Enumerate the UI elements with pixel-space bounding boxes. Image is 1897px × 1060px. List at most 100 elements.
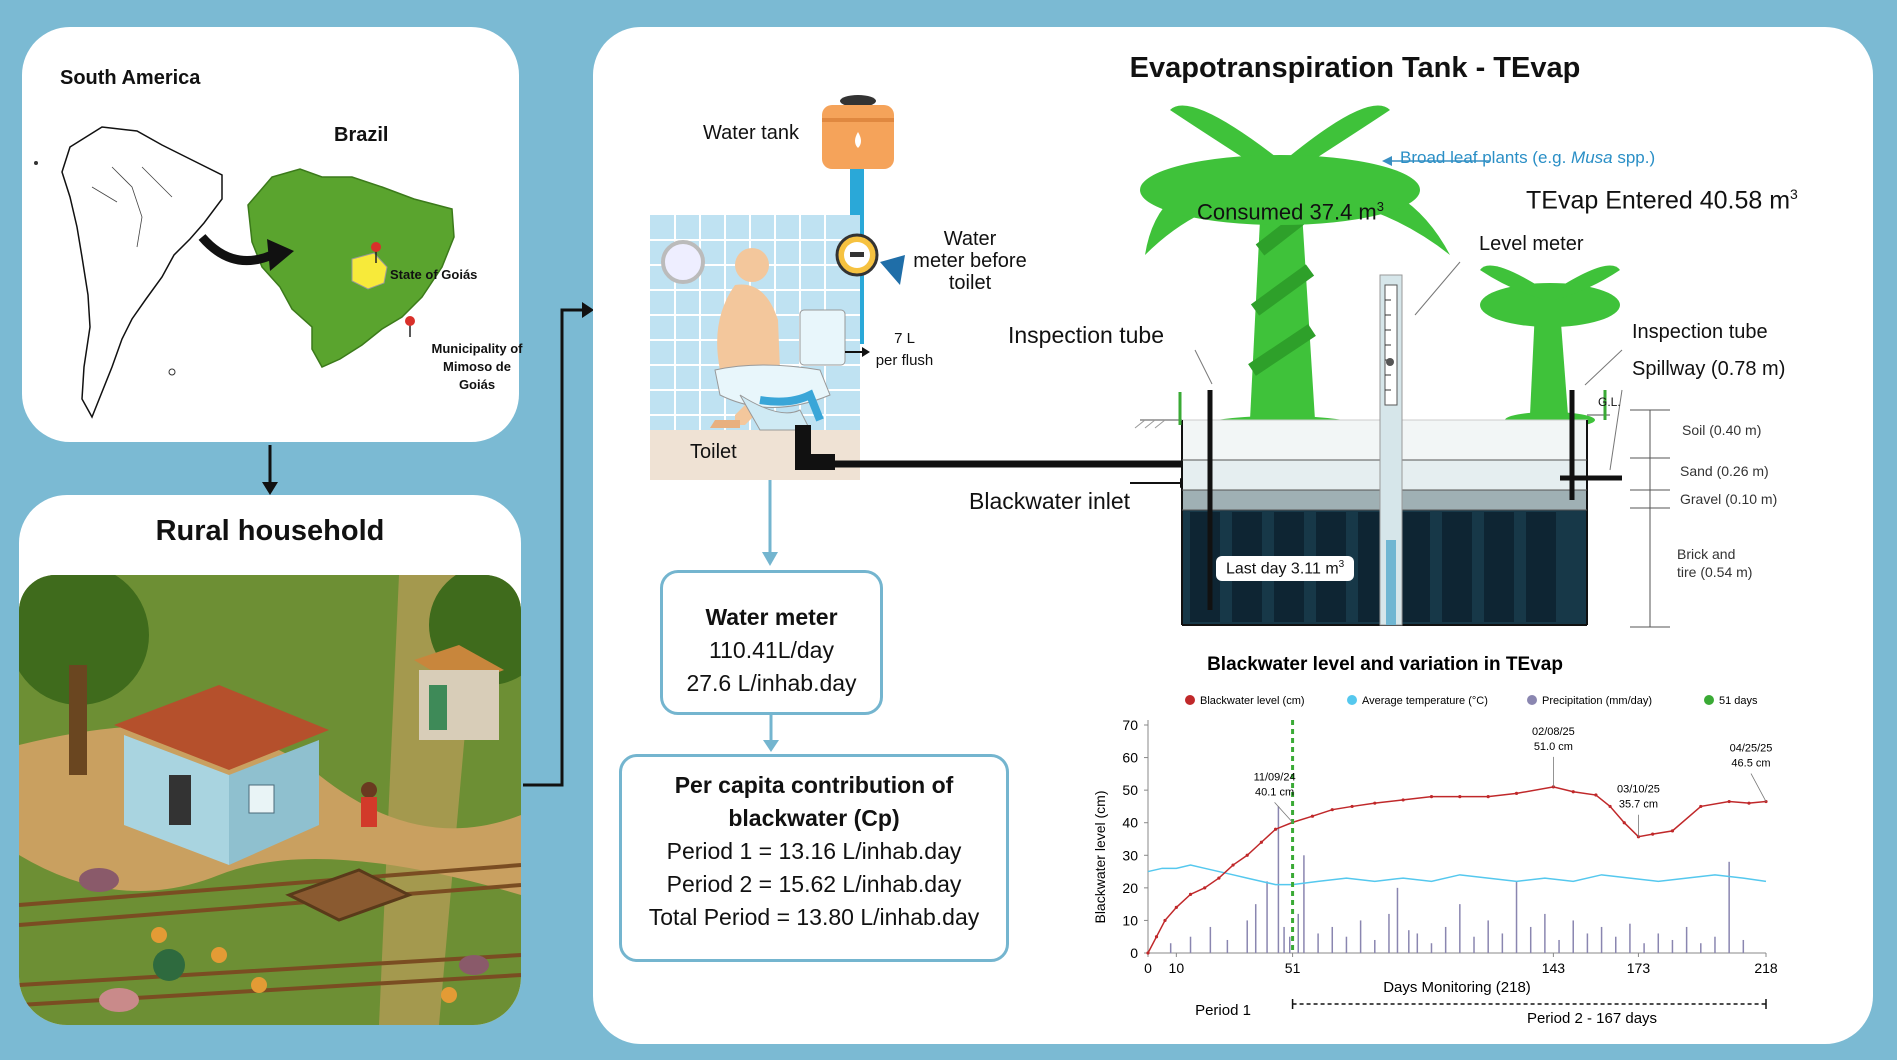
x-tick-label: 10 <box>1169 960 1185 976</box>
map-illustration <box>34 126 455 419</box>
household-illustration <box>19 575 521 1025</box>
annotation-value: 51.0 cm <box>1534 741 1573 753</box>
blackwater-point <box>1154 935 1159 939</box>
y-tick-label: 0 <box>1130 945 1138 961</box>
legend-label: 51 days <box>1719 695 1758 707</box>
annotation-date: 03/10/25 <box>1617 784 1660 796</box>
entered-volume: TEvap Entered 40.58 m3 <box>1526 186 1798 215</box>
spillway-label: Spillway (0.78 m) <box>1632 358 1786 380</box>
blackwater-point <box>1651 832 1655 836</box>
y-tick-label: 50 <box>1122 782 1138 798</box>
last-day-badge: Last day 3.11 m3 <box>1216 556 1355 582</box>
blackwater-point <box>1259 840 1263 844</box>
legend-marker <box>1704 695 1714 705</box>
continent-label: South America <box>60 67 201 89</box>
blackwater-point <box>1429 795 1434 799</box>
y-tick-label: 30 <box>1122 847 1138 863</box>
annotation-leader <box>1750 773 1767 802</box>
blackwater-point <box>1373 801 1377 805</box>
blackwater-level-chart: Blackwater level and variation in TEvap … <box>1092 654 1778 1027</box>
municipality-label: Municipality of Mimoso de Goiás <box>431 341 523 392</box>
blackwater-point <box>1727 799 1731 804</box>
inspection-tube-left-label: Inspection tube <box>1008 322 1165 348</box>
municipality-pin-icon <box>405 316 415 337</box>
per-capita-box: Per capita contribution of blackwater (C… <box>619 754 1009 962</box>
house-roof-icon <box>114 685 329 770</box>
blackwater-point <box>1514 791 1519 795</box>
level-meter-label: Level meter <box>1479 233 1584 255</box>
blackwater-point <box>1330 808 1334 812</box>
blackwater-point <box>1231 863 1235 867</box>
goias-pin-icon <box>371 242 381 263</box>
legend-label: Precipitation (mm/day) <box>1542 695 1652 707</box>
blackwater-point <box>1310 814 1315 818</box>
legend-marker <box>1185 695 1195 705</box>
legend-marker <box>1527 695 1537 705</box>
blackwater-point <box>1217 876 1221 880</box>
x-tick-label: 218 <box>1754 960 1778 976</box>
blackwater-point <box>1146 951 1150 955</box>
blackwater-point <box>1163 918 1167 923</box>
chart-xlabel: Days Monitoring (218) <box>1383 979 1531 996</box>
legend-marker <box>1347 695 1357 705</box>
blackwater-point <box>1174 905 1178 909</box>
flush-label: 7 L per flush <box>875 330 934 369</box>
blackwater-point <box>1203 886 1207 890</box>
south-america-outline <box>61 126 223 419</box>
map-panel: South America Brazil State of Goiás Muni… <box>22 27 523 442</box>
annotation-leader <box>1274 802 1293 823</box>
state-label: State of Goiás <box>390 267 478 282</box>
blackwater-point <box>1670 829 1675 833</box>
annotation-date: 02/08/25 <box>1532 726 1575 738</box>
water-meter-gauge-icon <box>835 233 905 285</box>
water-meter-label: Water meter before toilet <box>913 228 1027 294</box>
annotation-value: 46.5 cm <box>1731 758 1770 770</box>
map-arrow-icon <box>198 233 274 266</box>
toilet-label: Toilet <box>690 441 737 463</box>
period1-label: Period 1 <box>1195 1002 1251 1019</box>
x-tick-label: 51 <box>1285 960 1301 976</box>
blackwater-series-line <box>1147 786 1767 954</box>
legend-label: Average temperature (°C) <box>1362 695 1488 707</box>
legend-label: Blackwater level (cm) <box>1200 695 1305 707</box>
blackwater-point <box>1188 892 1193 896</box>
gravel-layer-label: Gravel (0.10 m) <box>1680 491 1778 507</box>
brick-layer-label: Brick and tire (0.54 m) <box>1677 546 1753 580</box>
y-tick-label: 20 <box>1122 880 1138 896</box>
water-meter-box-title: Water meter <box>705 604 838 630</box>
blackwater-inlet-label: Blackwater inlet <box>969 488 1131 514</box>
chart-legend: Blackwater level (cm) Average temperature… <box>1185 695 1758 707</box>
toilet-icon <box>714 309 846 431</box>
y-tick-label: 10 <box>1122 912 1138 928</box>
annotation-value: 35.7 cm <box>1619 799 1658 811</box>
banana-plant-large-icon <box>1140 105 1450 434</box>
blackwater-point <box>1594 793 1598 797</box>
x-tick-label: 173 <box>1627 960 1651 976</box>
blackwater-point <box>1699 804 1703 809</box>
gl-label: G.L. <box>1598 395 1621 409</box>
cp-period1: Period 1 = 13.16 L/inhab.day <box>666 838 962 864</box>
chart-ylabel: Blackwater level (cm) <box>1092 790 1108 923</box>
blackwater-point <box>1608 804 1612 809</box>
blackwater-point <box>1458 795 1462 799</box>
brazil-shape <box>247 168 455 368</box>
household-panel: Rural household <box>19 495 521 1025</box>
consumed-volume: Consumed 37.4 m3 <box>1197 199 1384 225</box>
x-tick-label: 143 <box>1542 960 1566 976</box>
x-tick-label: 0 <box>1144 960 1152 976</box>
blackwater-point <box>1622 821 1626 825</box>
chart-title: Blackwater level and variation in TEvap <box>1207 654 1563 675</box>
water-meter-per-capita: 27.6 L/inhab.day <box>686 670 857 696</box>
blackwater-point <box>1747 801 1751 805</box>
blackwater-point <box>1486 795 1490 799</box>
period2-label: Period 2 - 167 days <box>1527 1010 1657 1027</box>
country-label: Brazil <box>334 124 389 146</box>
cp-total: Total Period = 13.80 L/inhab.day <box>648 904 980 930</box>
household-title: Rural household <box>155 515 385 547</box>
main-title: Evapotranspiration Tank - TEvap <box>1129 52 1581 84</box>
blackwater-point <box>1350 804 1354 809</box>
annotation-date: 04/25/25 <box>1730 743 1773 755</box>
y-tick-label: 60 <box>1122 750 1138 766</box>
y-tick-label: 70 <box>1122 717 1138 733</box>
